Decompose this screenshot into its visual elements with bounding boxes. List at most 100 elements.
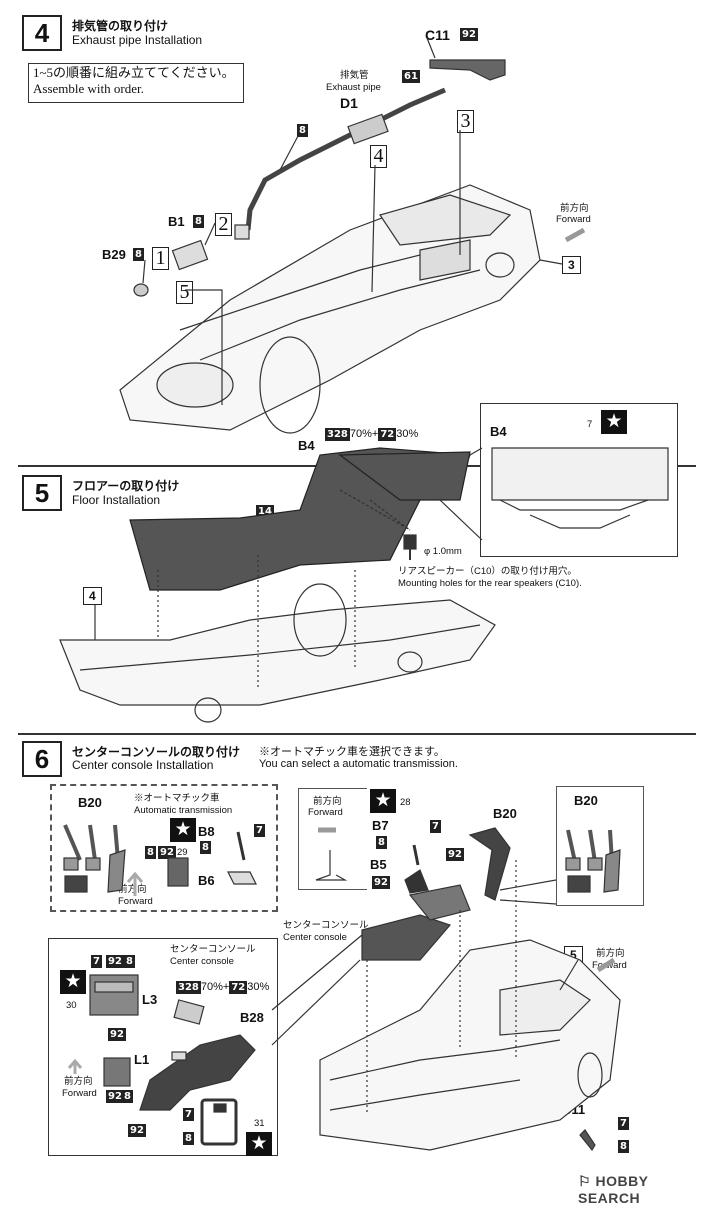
mix-p2: 30% (396, 428, 419, 440)
part-b7: B7 (372, 818, 389, 833)
watermark: ⚐ HOBBY SEARCH (578, 1173, 713, 1206)
floor-color: 14 (256, 505, 274, 518)
console-left-92: 92 (128, 1124, 146, 1137)
step-4-number: 4 (22, 15, 62, 51)
forward-en-6: Forward (592, 960, 627, 971)
d1-color: 61 (402, 70, 420, 83)
console-top-7: 7 (91, 955, 102, 968)
order-note-jp: 1~5の順番に組み立ててください。 (33, 65, 235, 80)
b4-inset-frame (480, 403, 678, 557)
order-1: 1 (152, 247, 169, 270)
auto-forward-en: Forward (118, 896, 153, 907)
step-6-note-en: You can select a automatic transmission. (259, 758, 458, 770)
ref-step-5: 5 (564, 946, 583, 964)
console-label-en: Center console (283, 932, 347, 943)
b11-color-7: 7 (618, 1117, 629, 1130)
c11-color: 92 (460, 28, 478, 41)
watermark-icon: ⚐ (578, 1173, 596, 1189)
forward-jp-4: 前方向 (560, 203, 589, 214)
inset-hole-7: 7 (587, 419, 593, 430)
console-label-jp: センターコンソール (283, 920, 369, 931)
b20-color: 92 (446, 848, 464, 861)
auto-b8-color2: 8 (200, 841, 211, 854)
part-b1: B1 (168, 214, 185, 229)
speaker-note-jp: リアスピーカー（C10）の取り付け用穴。 (398, 566, 577, 577)
mix-c2: 72 (378, 428, 397, 441)
order-note-en: Assemble with order. (33, 81, 144, 96)
console-box-frame (48, 938, 278, 1156)
auto-color-92: 92 (158, 846, 176, 859)
console-top-92: 92 (106, 955, 124, 968)
pipe-color: 8 (297, 124, 308, 137)
inset-star-icon: ★ (601, 410, 627, 434)
b1-color: 8 (193, 215, 204, 228)
exhaust-label-jp: 排気管 (340, 70, 369, 81)
mix-p1: 70% (349, 428, 372, 440)
console-box-title-en: Center console (170, 956, 234, 967)
step-6-number: 6 (22, 741, 62, 777)
console-star-icon-2: ★ (246, 1132, 272, 1156)
order-2: 2 (215, 213, 232, 236)
separator-6 (18, 733, 696, 735)
console-top-8: 8 (124, 955, 135, 968)
forward-en-4: Forward (556, 214, 591, 225)
b7-top-28: 28 (400, 797, 411, 808)
auto-b6: B6 (198, 873, 215, 888)
ref-step-3: 3 (562, 256, 581, 274)
b20-right-frame (556, 786, 644, 906)
auto-title-jp: ※オートマチック車 (134, 793, 220, 804)
console-mix-c2: 72 (229, 981, 248, 994)
console-mix-plus: + (222, 981, 230, 993)
step-6-title-en: Center console Installation (72, 758, 214, 772)
auto-forward-jp: 前方向 (118, 884, 147, 895)
inset-b4: B4 (490, 424, 507, 439)
auto-b8-color: 7 (254, 824, 265, 837)
console-small-92: 92 (106, 1090, 124, 1103)
b11-color-8: 8 (618, 1140, 629, 1153)
console-forward-jp: 前方向 (64, 1076, 93, 1087)
step-5-title-jp: フロアーの取り付け (72, 479, 180, 493)
console-c7: 7 (183, 1108, 194, 1121)
console-star-icon: ★ (60, 970, 86, 994)
forward-frame (298, 788, 367, 890)
order-5: 5 (176, 281, 193, 304)
forward-jp-6: 前方向 (596, 948, 625, 959)
b5-color: 92 (372, 876, 390, 889)
step-4-title-en: Exhaust pipe Installation (72, 33, 203, 47)
mix-plus: + (371, 428, 379, 440)
b20-right: B20 (574, 793, 598, 808)
console-c31: 31 (254, 1118, 265, 1129)
manual-forward-en: Forward (308, 807, 343, 818)
auto-color-29: 29 (177, 847, 188, 858)
auto-b8: B8 (198, 824, 215, 839)
b7-color2: 8 (376, 836, 387, 849)
auto-transmission-box (50, 784, 278, 912)
console-side-30: 30 (66, 1000, 77, 1011)
speaker-note-en: Mounting holes for the rear speakers (C1… (398, 578, 582, 589)
part-l1: L1 (134, 1052, 150, 1067)
order-3: 3 (457, 110, 474, 133)
order-note: 1~5の順番に組み立ててください。 Assemble with order. (28, 63, 244, 103)
console-c8: 8 (183, 1132, 194, 1145)
b7-color: 7 (430, 820, 441, 833)
console-mix-c1: 328 (176, 981, 201, 994)
console-bottom-92: 92 (108, 1028, 126, 1041)
ref-step-4: 4 (83, 587, 102, 605)
part-b28: B28 (240, 1010, 264, 1025)
b29-color: 8 (133, 248, 144, 261)
step-6-note-jp: ※オートマチック車を選択できます。 (259, 746, 445, 758)
part-d1: D1 (340, 95, 358, 111)
part-c11: C11 (425, 27, 450, 43)
step-6-title-jp: センターコンソールの取り付け (72, 745, 241, 759)
order-4: 4 (370, 145, 387, 168)
part-b4: B4 (298, 438, 315, 453)
console-box-title-jp: センターコンソール (170, 944, 256, 955)
auto-title-en: Automatic transmission (134, 805, 233, 816)
auto-color-8: 8 (145, 846, 156, 859)
manual-star-icon: ★ (370, 789, 396, 813)
exhaust-label-en: Exhaust pipe (326, 82, 381, 93)
part-b29: B29 (102, 247, 126, 262)
console-mix-p2: 30% (247, 981, 270, 993)
